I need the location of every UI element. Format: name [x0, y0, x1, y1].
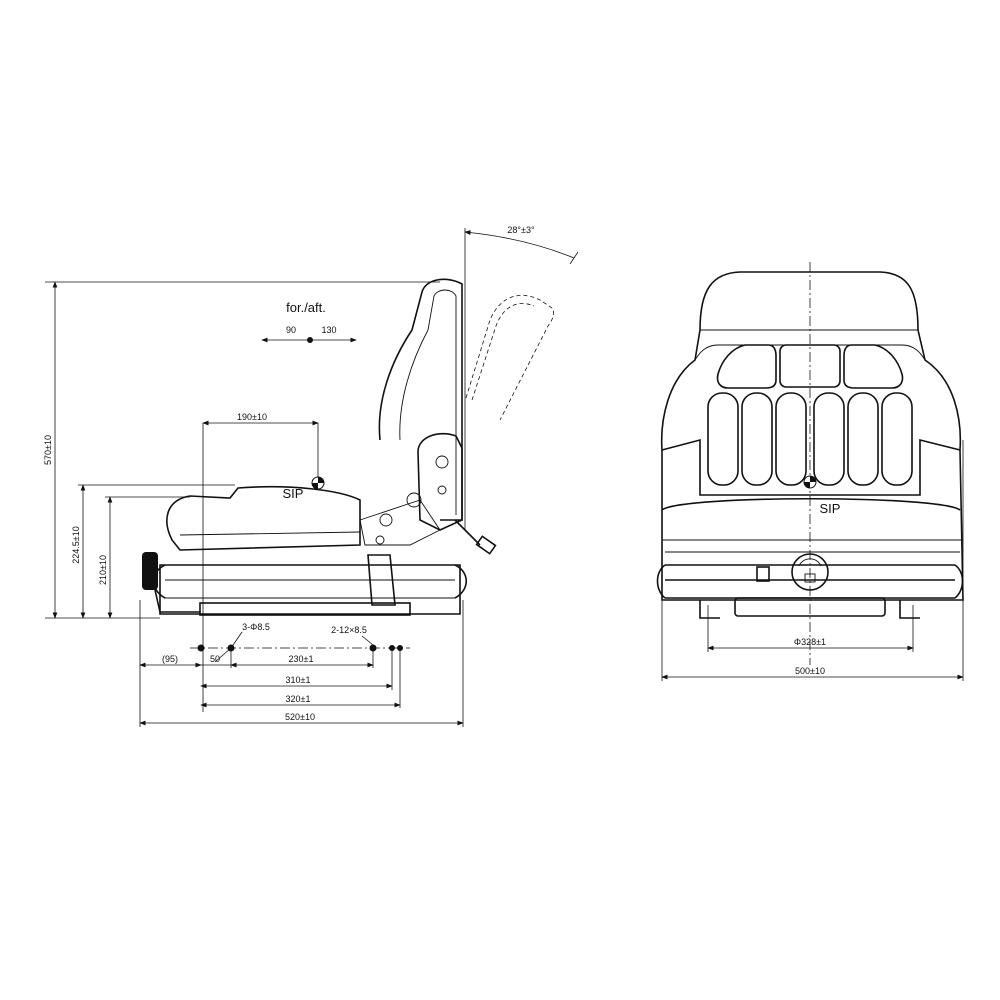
front-sip-label: SIP [820, 501, 841, 516]
weight-adjust-knob [142, 552, 158, 590]
dim-500: 500±10 [795, 666, 825, 676]
dim-50: 50 [210, 654, 220, 664]
adjust-aft-value: 130 [321, 325, 336, 335]
dim-328: Φ328±1 [794, 637, 826, 647]
dim-310: 310±1 [286, 675, 311, 685]
backrest-angle: 28°±3° [507, 225, 535, 235]
hinge-mechanism [417, 432, 463, 531]
adjust-fwd-value: 90 [286, 325, 296, 335]
dim-sip-offset: 190±10 [237, 412, 267, 422]
backrest-front-outline [660, 271, 964, 601]
side-view: SIP for./aft. 90 130 570±10 224.5±10 210… [43, 225, 579, 727]
dim-320: 320±1 [286, 694, 311, 704]
backrest-tilted-outline [465, 295, 555, 421]
dim-height-seat: 224.5±10 [71, 526, 81, 563]
height-adjust-knob [791, 553, 829, 591]
holes-3-label: 3-Φ8.5 [242, 622, 270, 632]
front-view: SIP Φ328±1 500±10 [656, 262, 964, 681]
side-sip-label: SIP [283, 486, 304, 501]
sip-marker [311, 476, 325, 490]
front-sip-marker [803, 475, 817, 489]
dim-95: (95) [162, 654, 178, 664]
backrest-outline [378, 278, 463, 521]
dim-230: 230±1 [289, 654, 314, 664]
dim-520: 520±10 [285, 712, 315, 722]
dim-height-total: 570±10 [43, 435, 53, 465]
suspension-base [159, 564, 461, 615]
dim-height-cushion: 210±10 [98, 555, 108, 585]
seat-cushion-outline [166, 485, 361, 551]
adjust-label: for./aft. [286, 300, 326, 315]
holes-slot-label: 2-12×8.5 [331, 625, 367, 635]
